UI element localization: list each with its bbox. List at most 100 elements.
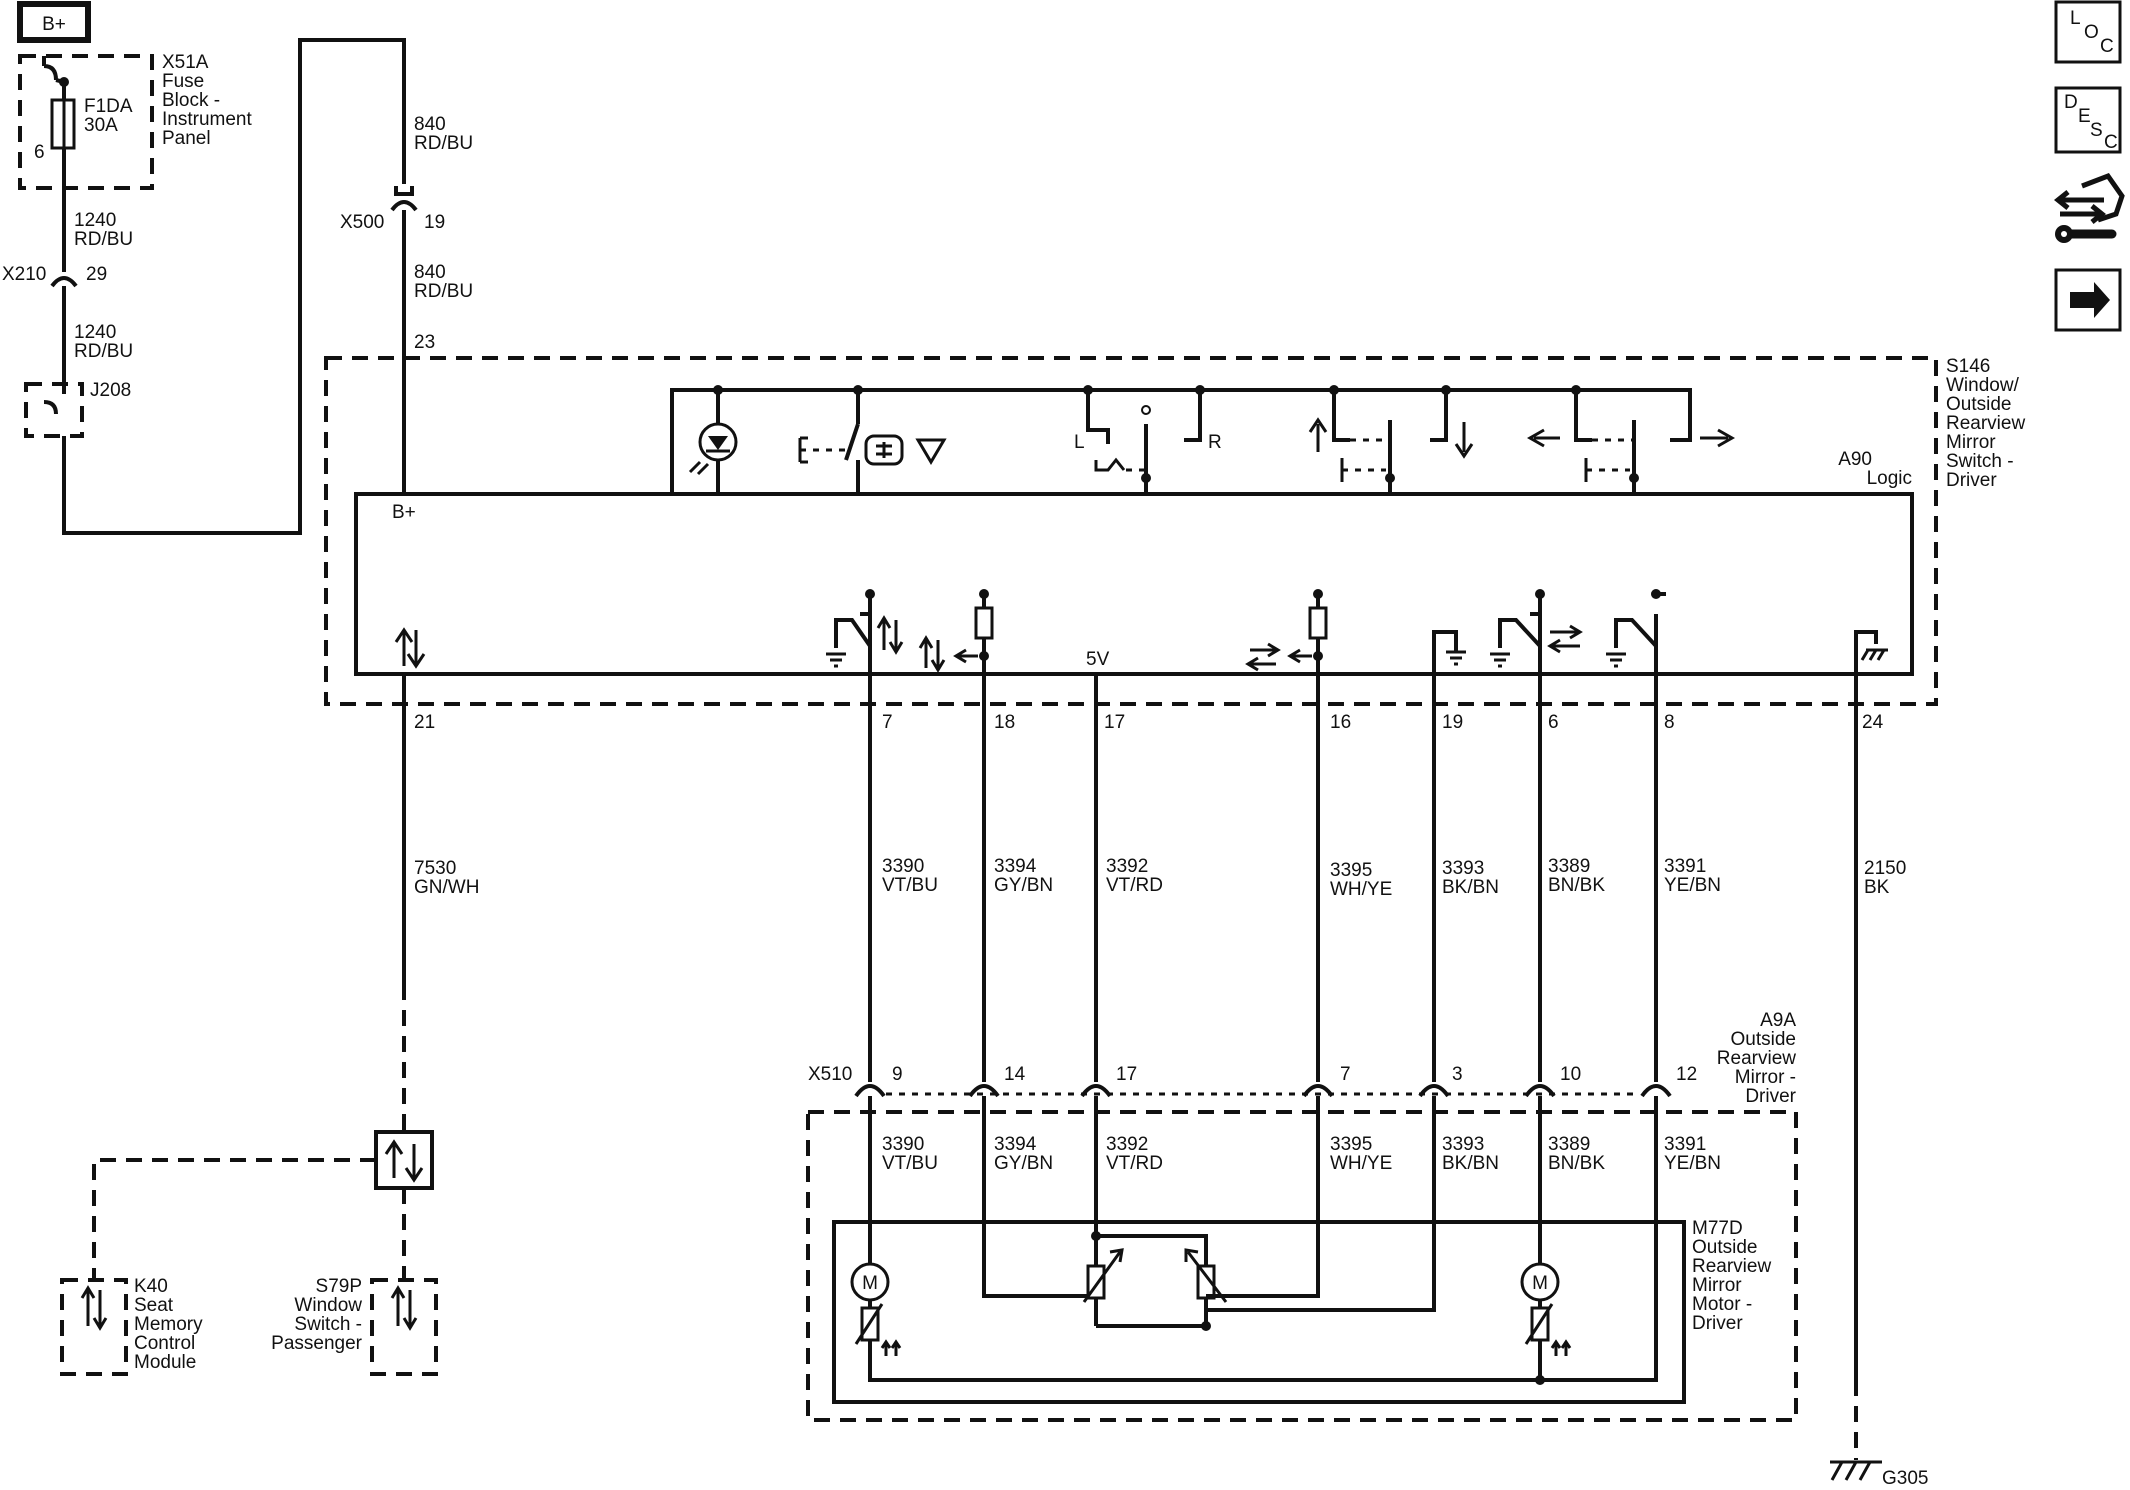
svg-text:Driver: Driver	[1745, 1086, 1796, 1107]
logic-bplus: B+	[392, 502, 416, 523]
svg-text:D: D	[2064, 92, 2078, 113]
svg-text:3390: 3390	[882, 856, 924, 877]
svg-text:BN/BK: BN/BK	[1548, 1153, 1605, 1174]
svg-text:Driver: Driver	[1946, 470, 1997, 491]
svg-text:Outside: Outside	[1731, 1029, 1796, 1050]
svg-text:29: 29	[86, 264, 107, 285]
svg-text:12: 12	[1676, 1064, 1697, 1085]
svg-text:Mirror -: Mirror -	[1735, 1067, 1796, 1088]
fold-icon	[915, 438, 947, 465]
svg-text:3389: 3389	[1548, 856, 1590, 877]
svg-text:RD/BU: RD/BU	[74, 229, 133, 250]
switch-module-ref: S146	[1946, 356, 1990, 377]
svg-text:WH/YE: WH/YE	[1330, 879, 1392, 900]
mirror-motor-m77d	[832, 1220, 1686, 1404]
five-volt-ref: 5V	[1086, 649, 1110, 670]
svg-text:RD/BU: RD/BU	[414, 133, 473, 154]
svg-text:2150: 2150	[1864, 858, 1906, 879]
fuse-rating: 30A	[84, 115, 118, 136]
connector-view-icon[interactable]	[2053, 172, 2125, 243]
svg-text:19: 19	[424, 212, 445, 233]
svg-text:BK/BN: BK/BN	[1442, 1153, 1499, 1174]
next-page-arrow-icon[interactable]	[2054, 268, 2122, 332]
serial-data-icon	[384, 1139, 424, 1183]
svg-text:X510: X510	[808, 1064, 852, 1085]
connector-x500: X500 19	[340, 186, 445, 233]
loc-button[interactable]: L O C	[2054, 0, 2122, 64]
svg-text:Module: Module	[134, 1352, 196, 1373]
svg-text:3392: 3392	[1106, 1134, 1148, 1155]
svg-text:Seat: Seat	[134, 1295, 174, 1316]
svg-text:3394: 3394	[994, 1134, 1037, 1155]
svg-text:19: 19	[1442, 712, 1463, 733]
svg-text:L: L	[2070, 8, 2081, 29]
svg-text:O: O	[2084, 22, 2099, 43]
svg-text:Control: Control	[134, 1333, 195, 1354]
svg-text:X500: X500	[340, 212, 384, 233]
logic-ref: A90	[1838, 449, 1872, 470]
svg-text:Fuse: Fuse	[162, 71, 204, 92]
svg-text:S: S	[2090, 120, 2103, 141]
svg-text:6: 6	[1548, 712, 1559, 733]
svg-text:S79P: S79P	[316, 1276, 362, 1297]
mirror-assembly-a9a: A9A Outside Rearview Mirror - Driver 339…	[806, 1010, 1798, 1422]
svg-text:3393: 3393	[1442, 858, 1484, 879]
seat-memory-module-k40: K40 Seat Memory Control Module	[60, 1276, 203, 1376]
svg-text:GN/WH: GN/WH	[414, 877, 479, 898]
svg-text:9: 9	[892, 1064, 903, 1085]
serial-data-icon	[394, 627, 426, 669]
pin-24: 24	[1862, 712, 1884, 733]
svg-text:X210: X210	[2, 264, 46, 285]
svg-text:Rearview: Rearview	[1946, 413, 2025, 434]
svg-text:Mirror: Mirror	[1946, 432, 1996, 453]
svg-text:M: M	[1532, 1273, 1548, 1294]
svg-text:3: 3	[1452, 1064, 1463, 1085]
svg-text:10: 10	[1560, 1064, 1581, 1085]
svg-text:WH/YE: WH/YE	[1330, 1153, 1392, 1174]
svg-text:7: 7	[882, 712, 893, 733]
svg-text:RD/BU: RD/BU	[74, 341, 133, 362]
serial-data-bus	[92, 1130, 434, 1280]
svg-text:J208: J208	[90, 380, 131, 401]
svg-text:Driver: Driver	[1692, 1313, 1743, 1334]
svg-text:7530: 7530	[414, 858, 456, 879]
fuse-pin: 6	[34, 142, 45, 163]
svg-text:7: 7	[1340, 1064, 1351, 1085]
fuse-block-ref: X51A	[162, 52, 209, 73]
svg-text:840: 840	[414, 114, 446, 135]
svg-text:BK: BK	[1864, 877, 1890, 898]
svg-text:GY/BN: GY/BN	[994, 1153, 1053, 1174]
svg-text:Panel: Panel	[162, 128, 211, 149]
svg-text:VT/RD: VT/RD	[1106, 875, 1163, 896]
svg-text:Rearview: Rearview	[1692, 1256, 1771, 1277]
svg-text:14: 14	[1004, 1064, 1026, 1085]
mirror-circuit-wires: 3390 VT/BU 3394 GY/BN 3392 VT/RD 3395 WH…	[868, 674, 1721, 1082]
desc-button[interactable]: D E S C	[2054, 86, 2122, 154]
ground-g305: G305	[1830, 1460, 1928, 1489]
splice-j208: J208	[24, 380, 131, 438]
svg-text:3393: 3393	[1442, 1134, 1484, 1155]
svg-text:16: 16	[1330, 712, 1351, 733]
svg-text:Outside: Outside	[1692, 1237, 1757, 1258]
svg-text:YE/BN: YE/BN	[1664, 1153, 1721, 1174]
svg-text:Motor -: Motor -	[1692, 1294, 1752, 1315]
switch-module-s146: S146 Window/ Outside Rearview Mirror Swi…	[324, 356, 2025, 706]
svg-text:Switch -: Switch -	[294, 1314, 362, 1335]
svg-text:M: M	[862, 1273, 878, 1294]
selector-left: L	[1074, 432, 1085, 453]
svg-text:3395: 3395	[1330, 860, 1372, 881]
svg-text:VT/RD: VT/RD	[1106, 1153, 1163, 1174]
svg-text:C: C	[2100, 36, 2114, 57]
pin-21: 21	[414, 712, 435, 733]
svg-text:Block -: Block -	[162, 90, 220, 111]
svg-text:Window/: Window/	[1946, 375, 2020, 396]
svg-text:17: 17	[1104, 712, 1125, 733]
svg-text:K40: K40	[134, 1276, 168, 1297]
passenger-window-switch-s79p: S79P Window Switch - Passenger	[271, 1276, 438, 1376]
svg-text:Mirror: Mirror	[1692, 1275, 1742, 1296]
svg-text:Switch -: Switch -	[1946, 451, 2014, 472]
svg-text:840: 840	[414, 262, 446, 283]
svg-text:3395: 3395	[1330, 1134, 1372, 1155]
svg-text:17: 17	[1116, 1064, 1137, 1085]
svg-text:Window: Window	[294, 1295, 362, 1316]
